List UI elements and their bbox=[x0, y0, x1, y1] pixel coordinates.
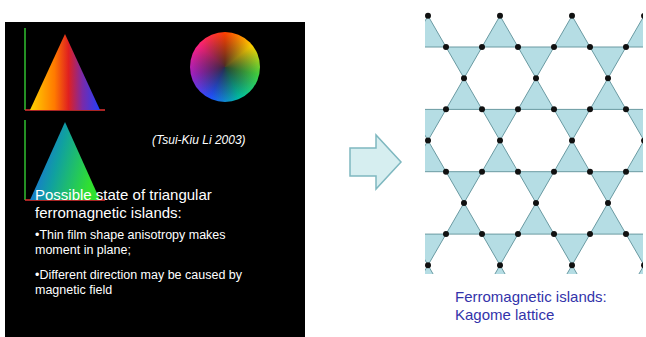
lattice-vertex bbox=[641, 262, 643, 268]
lattice-vertex bbox=[569, 13, 575, 19]
lattice-vertex bbox=[425, 262, 431, 268]
lattice-vertex bbox=[623, 106, 629, 112]
lattice-vertex bbox=[569, 138, 575, 144]
island-triangle bbox=[554, 141, 590, 172]
island-triangle bbox=[590, 203, 626, 234]
island-triangle bbox=[626, 234, 643, 265]
island-triangle bbox=[590, 47, 626, 78]
lattice-vertex bbox=[479, 44, 485, 50]
lattice-vertex bbox=[623, 44, 629, 50]
lattice-vertex bbox=[605, 75, 611, 81]
bullet-note: •Thin film shape anisotropy makes moment… bbox=[35, 228, 267, 258]
island-triangle bbox=[446, 203, 482, 234]
island-triangle bbox=[518, 47, 554, 78]
citation: (Tsui-Kiu Li 2003) bbox=[152, 133, 292, 147]
island-triangle bbox=[554, 234, 590, 265]
lattice-vertex bbox=[443, 44, 449, 50]
lattice-vertex bbox=[587, 106, 593, 112]
island-triangle bbox=[446, 47, 482, 78]
island-triangle bbox=[626, 265, 643, 274]
lattice-vertex bbox=[641, 13, 643, 19]
lattice-vertex bbox=[551, 106, 557, 112]
lattice-vertex bbox=[551, 44, 557, 50]
island-triangle bbox=[554, 16, 590, 47]
island-triangle bbox=[425, 141, 446, 172]
island-triangle bbox=[518, 203, 554, 234]
island-triangle bbox=[590, 172, 626, 203]
lattice-vertex bbox=[515, 106, 521, 112]
lattice-vertex bbox=[587, 169, 593, 175]
island-triangle bbox=[518, 172, 554, 203]
island-triangle bbox=[482, 109, 518, 140]
lattice-vertex bbox=[479, 231, 485, 237]
lattice-vertex bbox=[461, 75, 467, 81]
island-triangle bbox=[626, 16, 643, 47]
lattice-vertex bbox=[461, 200, 467, 206]
island-triangle bbox=[482, 141, 518, 172]
lattice-vertex bbox=[479, 169, 485, 175]
island-triangle bbox=[425, 234, 446, 265]
bullet-note: •Different direction may be caused by ma… bbox=[35, 268, 267, 298]
lattice-vertex bbox=[551, 169, 557, 175]
lattice-vertex bbox=[515, 44, 521, 50]
lattice-vertex bbox=[497, 262, 503, 268]
island-triangle bbox=[425, 109, 446, 140]
lattice-vertex bbox=[497, 138, 503, 144]
lattice-vertex bbox=[443, 169, 449, 175]
island-triangle bbox=[554, 109, 590, 140]
lattice-vertex bbox=[515, 169, 521, 175]
island-triangle bbox=[446, 78, 482, 109]
island-triangle bbox=[590, 78, 626, 109]
island-triangle bbox=[518, 78, 554, 109]
image-panel: (Tsui-Kiu Li 2003) Possible state of tria… bbox=[5, 22, 305, 337]
lattice-vertex bbox=[425, 13, 431, 19]
island-triangle bbox=[446, 172, 482, 203]
lattice-vertex bbox=[533, 200, 539, 206]
lattice-vertex bbox=[551, 231, 557, 237]
island-triangle bbox=[626, 141, 643, 172]
color-wheel bbox=[190, 32, 260, 102]
lattice-vertex bbox=[443, 106, 449, 112]
lattice-vertex bbox=[443, 231, 449, 237]
lattice-vertex bbox=[425, 138, 431, 144]
lattice-vertex bbox=[569, 262, 575, 268]
lattice-vertex bbox=[587, 44, 593, 50]
lattice-vertex bbox=[623, 231, 629, 237]
lattice-vertex bbox=[533, 75, 539, 81]
panel-heading: Possible state of triangular ferromagnet… bbox=[35, 186, 295, 222]
island-triangle bbox=[482, 234, 518, 265]
island-triangle bbox=[425, 16, 446, 47]
lattice-vertex bbox=[479, 106, 485, 112]
island-triangle bbox=[626, 109, 643, 140]
lattice-vertex bbox=[497, 13, 503, 19]
lattice-vertex bbox=[515, 231, 521, 237]
lattice-vertex bbox=[623, 169, 629, 175]
island-triangle bbox=[482, 16, 518, 47]
lattice-vertex bbox=[641, 138, 643, 144]
caption-label: Ferromagnetic islands: Kagome lattice bbox=[455, 288, 645, 324]
lattice-vertex bbox=[587, 231, 593, 237]
lattice-vertex bbox=[605, 200, 611, 206]
